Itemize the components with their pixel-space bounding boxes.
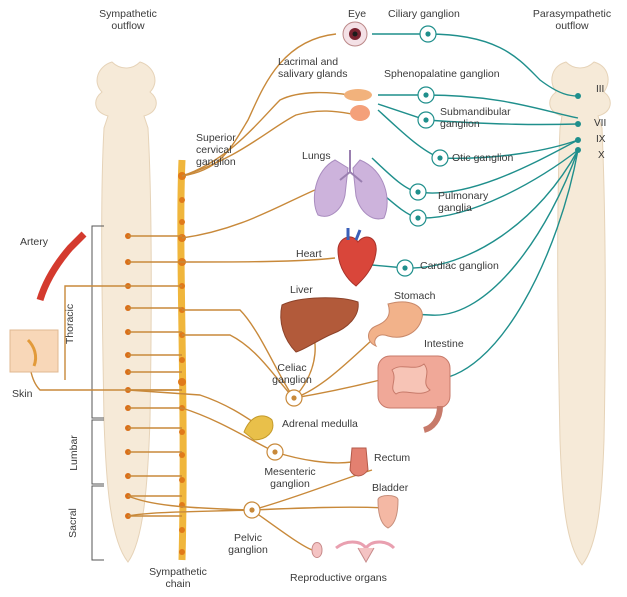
lacrimal-salivary-label: Lacrimal and salivary glands [278, 56, 347, 80]
adrenal-medulla-label: Adrenal medulla [282, 418, 358, 430]
superior-cervical-ganglion-label: Superior cervical ganglion [196, 132, 236, 168]
bladder-label: Bladder [372, 482, 408, 494]
cranial-nerve-ix: IX [596, 134, 605, 145]
intestine-label: Intestine [424, 338, 464, 350]
sacral-label: Sacral [67, 508, 79, 538]
cardiac-ganglion-label: Cardiac ganglion [420, 260, 499, 272]
otic-ganglion-label: Otic ganglion [452, 152, 513, 164]
rectum-organ [350, 448, 368, 476]
cranial-nerve-iii: III [596, 84, 604, 95]
mesenteric-ganglion-label: Mesenteric ganglion [250, 466, 330, 490]
artery-label: Artery [20, 236, 48, 248]
bladder-organ [378, 496, 398, 529]
intestine-organ [378, 356, 450, 430]
submandibular-ganglion-label: Submandibular ganglion [440, 106, 511, 130]
parasympathetic-outflow-title: Parasympathetic outflow [520, 8, 624, 32]
sympathetic-chain [178, 160, 186, 560]
stomach-label: Stomach [394, 290, 435, 302]
sympathetic-collateral-ganglia [244, 390, 302, 518]
rectum-label: Rectum [374, 452, 410, 464]
ciliary-ganglion-label: Ciliary ganglion [388, 8, 460, 20]
heart-organ [338, 228, 376, 286]
pulmonary-ganglia-label: Pulmonary ganglia [438, 190, 488, 214]
stomach-organ [369, 302, 423, 346]
sympathetic-fibers [29, 34, 384, 550]
celiac-ganglion-label: Celiac ganglion [260, 362, 324, 386]
glands-organ [344, 89, 372, 121]
reproductive-organs [312, 542, 394, 562]
pelvic-ganglion-label: Pelvic ganglion [218, 532, 278, 556]
lumbar-label: Lumbar [68, 435, 80, 471]
sympathetic-spinal-cord [96, 62, 157, 562]
reproductive-organs-label: Reproductive organs [290, 572, 387, 584]
skin-label: Skin [12, 388, 32, 400]
eye-organ [343, 22, 367, 46]
liver-organ [281, 298, 358, 352]
sphenopalatine-ganglion-label: Sphenopalatine ganglion [384, 68, 500, 80]
sympathetic-outflow-title: Sympathetic outflow [86, 8, 170, 32]
sympathetic-chain-label: Sympathetic chain [138, 566, 218, 590]
heart-label: Heart [296, 248, 322, 260]
thoracic-label: Thoracic [64, 304, 76, 344]
eye-label: Eye [348, 8, 366, 20]
lungs-label: Lungs [302, 150, 331, 162]
liver-label: Liver [290, 284, 313, 296]
cranial-nerve-vii: VII [594, 118, 606, 129]
skin-organ [10, 330, 58, 372]
cranial-nerve-x: X [598, 150, 605, 161]
